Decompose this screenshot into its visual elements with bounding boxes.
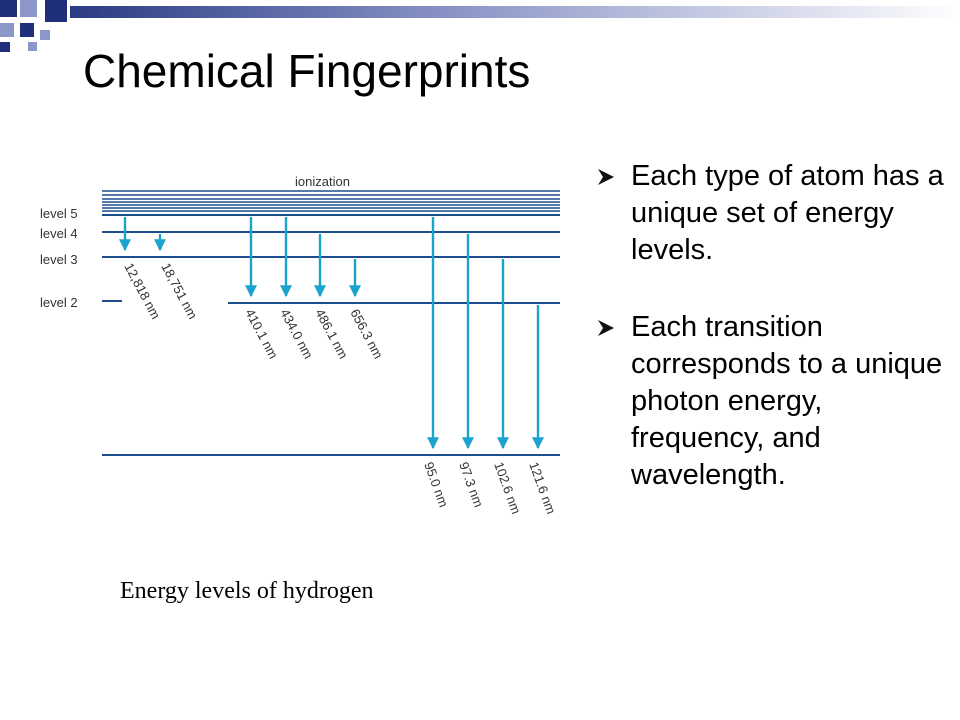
- bullet-item-2: Each transition corresponds to a unique …: [596, 309, 952, 494]
- ionization-continuum: [102, 190, 560, 212]
- diagram-caption: Energy levels of hydrogen: [120, 578, 374, 604]
- decor-square-light-2: [0, 23, 14, 37]
- level-label-5: level 5: [40, 206, 78, 221]
- slide-title: Chemical Fingerprints: [83, 45, 531, 97]
- ionization-label: ionization: [295, 174, 350, 189]
- level-label-4: level 4: [40, 226, 78, 241]
- level-label-2: level 2: [40, 295, 78, 310]
- wavelength-label-12818: 12,818 nm: [121, 260, 163, 321]
- level-label-3: level 3: [40, 252, 78, 267]
- arrowhead-bullet-icon: [598, 169, 614, 185]
- decor-square-light-3: [40, 30, 50, 40]
- decor-square-dark-4: [0, 42, 10, 52]
- wavelength-label-434: 434.0 nm: [277, 306, 316, 361]
- decor-square-light-4: [28, 42, 37, 51]
- decor-square-dark-1: [0, 0, 17, 17]
- wavelength-label-18751: 18,751 nm: [158, 260, 200, 321]
- energy-level-diagram: ionization level 5 level 4 level 3 level…: [40, 174, 560, 516]
- decor-square-dark-2: [45, 0, 67, 22]
- bullet-text-2: Each transition corresponds to a unique …: [631, 311, 943, 491]
- decor-square-light-1: [20, 0, 37, 17]
- wavelength-label-97: 97.3 nm: [456, 460, 486, 509]
- wavelength-label-102: 102.6 nm: [491, 460, 524, 516]
- bullet-text-1: Each type of atom has a unique set of en…: [631, 160, 944, 266]
- wavelength-label-486: 486.1 nm: [312, 306, 351, 361]
- arrowhead-bullet-icon: [598, 320, 614, 336]
- wavelength-label-121: 121.6 nm: [526, 460, 559, 516]
- bullet-item-1: Each type of atom has a unique set of en…: [596, 158, 952, 269]
- wavelength-label-95: 95.0 nm: [421, 460, 451, 509]
- decor-square-dark-3: [20, 23, 34, 37]
- wavelength-label-410: 410.1 nm: [242, 306, 281, 361]
- decor-gradient-bar: [70, 6, 960, 18]
- bullet-list: Each type of atom has a unique set of en…: [596, 158, 952, 534]
- wavelength-label-656: 656.3 nm: [347, 306, 386, 361]
